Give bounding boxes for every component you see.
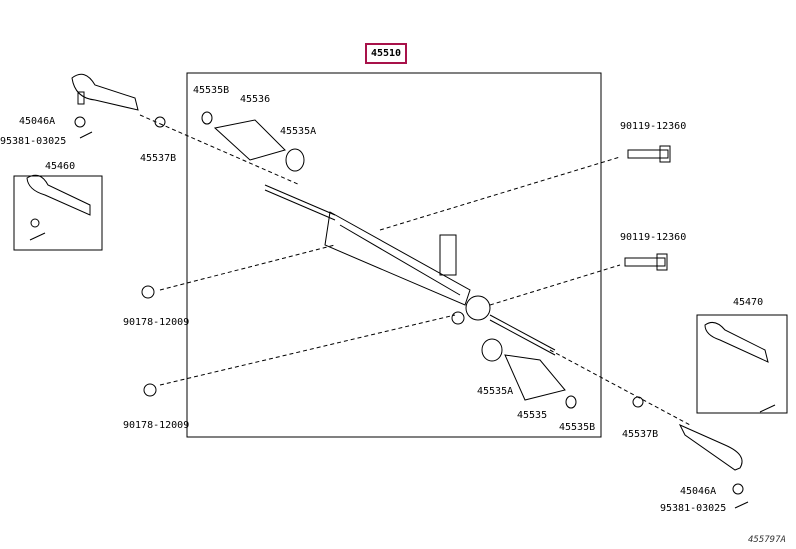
right-inset-frame	[696, 314, 788, 414]
label-45535b-top[interactable]: 45535B	[193, 85, 230, 96]
clamp-bottom	[481, 338, 503, 362]
label-45535a-top[interactable]: 45535A	[280, 126, 317, 137]
assembly-frame	[186, 72, 602, 438]
clip-top	[201, 111, 213, 125]
label-45535[interactable]: 45535	[517, 410, 548, 421]
tie-rod-ends	[26, 73, 776, 509]
main-part-number[interactable]: 45510	[365, 43, 407, 64]
boot-top	[213, 119, 286, 161]
boot-bottom	[504, 354, 566, 401]
label-45460[interactable]: 45460	[45, 161, 76, 172]
label-45537b-left[interactable]: 45537B	[140, 153, 177, 164]
label-45535b-bottom[interactable]: 45535B	[559, 422, 596, 433]
label-90119-upper[interactable]: 90119-12360	[620, 121, 687, 132]
illustration-code: 455797A	[748, 535, 786, 545]
steering-rack	[264, 184, 556, 356]
clip-bottom	[565, 395, 577, 409]
left-inset-frame	[13, 175, 103, 251]
label-45536[interactable]: 45536	[240, 94, 271, 105]
label-90178-upper[interactable]: 90178-12009	[123, 317, 190, 328]
label-95381-left[interactable]: 95381-03025	[0, 136, 67, 147]
label-45535a-bottom[interactable]: 45535A	[477, 386, 514, 397]
bolts	[141, 145, 671, 397]
clamp-top	[285, 148, 305, 172]
label-45046a-left[interactable]: 45046A	[19, 116, 56, 127]
label-45046a-right[interactable]: 45046A	[680, 486, 717, 497]
label-45470[interactable]: 45470	[733, 297, 764, 308]
label-90119-lower[interactable]: 90119-12360	[620, 232, 687, 243]
guide-lines	[139, 114, 691, 426]
label-95381-right[interactable]: 95381-03025	[660, 503, 727, 514]
label-90178-lower[interactable]: 90178-12009	[123, 420, 190, 431]
label-45537b-right[interactable]: 45537B	[622, 429, 659, 440]
